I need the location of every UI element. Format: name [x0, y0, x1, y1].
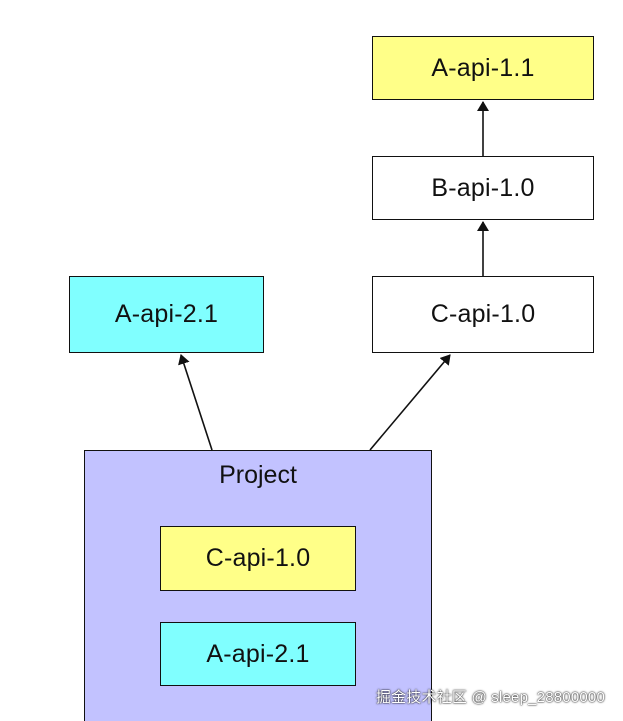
project-title: Project: [219, 461, 297, 489]
project-dep-a-api: A-api-2.1: [160, 622, 356, 686]
node-b-api-1-0-label: B-api-1.0: [431, 173, 535, 202]
node-b-api-1-0: B-api-1.0: [372, 156, 594, 220]
project-dep-c-api: C-api-1.0: [160, 526, 356, 591]
project-container: Project C-api-1.0 A-api-2.1: [84, 450, 432, 721]
node-c-api-1-0-label: C-api-1.0: [430, 300, 536, 328]
arrow-project-to-c10: [369, 354, 451, 451]
node-a-api-1-1-label: A-api-1.1: [431, 53, 535, 82]
node-a-api-2-1: A-api-2.1: [69, 276, 264, 353]
node-a-api-2-1-label: A-api-2.1: [114, 300, 219, 328]
node-a-api-1-1: A-api-1.1: [372, 36, 594, 100]
project-dep-c-api-label: C-api-1.0: [205, 544, 311, 572]
arrow-project-to-a21: [178, 354, 213, 451]
project-dep-a-api-label: A-api-2.1: [206, 639, 310, 668]
watermark: 掘金技术社区 @ sleep_28800000: [375, 689, 605, 706]
node-c-api-1-0: C-api-1.0: [372, 276, 594, 353]
